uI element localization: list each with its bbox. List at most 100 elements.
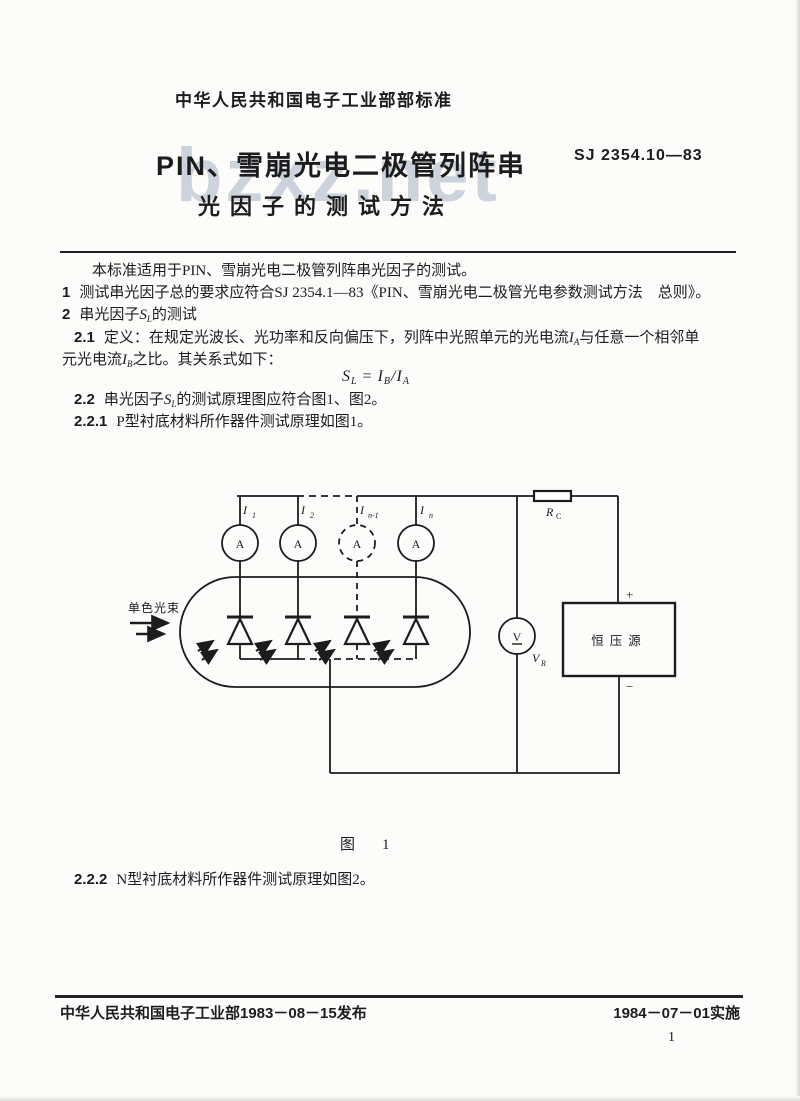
scan-edge-right [795,0,800,1101]
ammeter-2-letter: A [294,537,303,551]
ammeter-branch-n-1 [338,496,376,617]
resistor-rc [532,489,573,503]
footer-divider [55,995,743,998]
document-title-line1: PIN、雪崩光电二极管列阵串 [156,151,527,181]
formula-den: I [396,368,403,385]
light-arrow [375,648,395,665]
clause-2-2-2-text: N型衬底材料所作器件测试原理如图2。 [116,872,375,888]
ammeter-branch-n [397,496,435,617]
top-bus-wire [237,495,619,603]
clause-2: 2 串光因子SL的测试 [62,305,197,329]
ammeter-branch-1 [221,496,259,617]
current-label-2-sub: 2 [310,511,314,520]
var-SL: S [139,307,147,323]
bottom-bus-wire [240,658,620,774]
formula-den-sub: A [402,376,410,387]
document-title-line2: 光因子的测试方法 [198,194,455,219]
var-IB-sub: B [127,359,133,369]
clause-2-pre: 串光因子 [79,307,140,323]
current-label-n-1-sub: n-1 [368,511,379,520]
var-SL-2: S [163,392,172,408]
watermark: bzxz.net [176,133,500,218]
light-arrow [371,639,391,656]
clause-2-2-1-number: 2.2.1 [74,413,108,430]
var-IA-sub: A [573,337,580,347]
clause-1: 1 测试串光因子总的要求应符合SJ 2354.1—83《PIN、雪崩光电二极管光电… [62,283,710,303]
light-arrow [199,648,219,665]
standard-number: SJ 2354.10—83 [574,147,703,164]
photodiode-n [371,615,430,665]
current-label-n-1: I [359,503,365,517]
var-IA: I [568,330,574,346]
voltmeter-letter: V [513,630,522,644]
current-label-n: I [419,503,425,517]
var-SL-sub: L [146,314,152,324]
scope-text: 本标准适用于PIN、雪崩光电二极管列阵串光因子的测试。 [92,263,477,279]
photodiode-2 [253,615,312,665]
clause-2-1-number: 2.1 [74,329,95,346]
light-arrow [195,639,215,656]
light-beam-arrows [130,614,171,643]
photodiode-n-1 [312,615,371,665]
figure-1-caption: 图 1 [340,837,396,853]
definition-text-1: 定义：在规定光波长、光功率和反向偏压下，列阵中光照单元的光电流 [103,330,569,346]
clause-2-2-pre: 串光因子 [103,392,164,408]
formula-num: I [377,368,384,385]
rc-label-sub: C [556,512,561,521]
vr-label: V [532,651,541,665]
clause-1-number: 1 [62,284,71,301]
voltage-source-box [561,601,677,678]
clause-2-1-line1: 2.1 定义：在规定光波长、光功率和反向偏压下，列阵中光照单元的光电流IA与任意一… [74,328,699,352]
voltmeter-branch [498,496,536,773]
clause-2-2-2-number: 2.2.2 [74,871,108,888]
current-label-1-sub: 1 [252,511,256,520]
formula-num-sub: B [383,376,392,387]
clause-2-2-1: 2.2.1 P型衬底材料所作器件测试原理如图1。 [74,412,372,432]
formula-slash: / [391,368,397,385]
rc-label: R [545,505,554,519]
clause-2-number: 2 [62,306,71,323]
voltage-source-label: 恒压源 [591,634,647,648]
light-arrow [316,648,336,665]
formula-SL: SL = IB/IA [342,367,410,392]
clause-2-2-1-text: P型衬底材料所作器件测试原理如图1。 [116,414,373,430]
photodiode-array-package [179,576,471,688]
current-label-1: I [242,503,248,517]
current-label-n-sub: n [429,511,433,520]
light-beam-label: 单色光束 [128,601,180,615]
vr-label-sub: R [540,659,546,668]
ammeter-branch-2 [279,496,317,617]
var-IB: I [122,352,128,368]
var-SL-2-sub: L [171,399,177,409]
ammeter-4-letter: A [412,537,421,551]
clause-2-2-number: 2.2 [74,391,95,408]
clause-2-2-2: 2.2.2 N型衬底材料所作器件测试原理如图2。 [74,870,375,890]
polarity-minus: − [626,679,633,694]
ammeter-3-symbol [338,524,376,562]
footer-effective: 1984－07－01实施 [613,1005,740,1022]
figure-1-circuit-diagram: 单色光束 I 1 I 2 I n-1 I n A A A A V V R R C… [128,489,677,774]
light-arrow [253,639,273,656]
clause-1-text: 测试串光因子总的要求应符合SJ 2354.1—83《PIN、雪崩光电二极管光电参… [79,285,711,301]
page-number: 1 [668,1030,675,1045]
footer-issued: 中华人民共和国电子工业部1983－08－15发布 [60,1005,367,1022]
definition-text-2: 与任意一个相邻单 [579,330,700,346]
definition-text-3: 元光电流 [62,352,123,368]
clause-2-2-post: 的测试原理图应符合图1、图2。 [176,392,387,408]
clause-2-post: 的测试 [151,307,197,323]
formula-equals: = [362,368,373,385]
polarity-plus: + [626,587,633,602]
photodiode-1 [195,615,254,665]
ammeter-1-letter: A [236,537,245,551]
current-label-2: I [300,503,306,517]
header-divider [60,251,736,253]
paragraph-scope: 本标准适用于PIN、雪崩光电二极管列阵串光因子的测试。 [92,261,476,281]
formula-lhs-sub: L [351,376,358,387]
light-arrow [312,639,332,656]
standard-header: 中华人民共和国电子工业部部标准 [175,91,453,110]
formula-lhs: S [342,368,351,385]
ammeter-3-letter: A [353,537,362,551]
clause-2-1-line2: 元光电流IB之比。其关系式如下： [62,350,283,374]
